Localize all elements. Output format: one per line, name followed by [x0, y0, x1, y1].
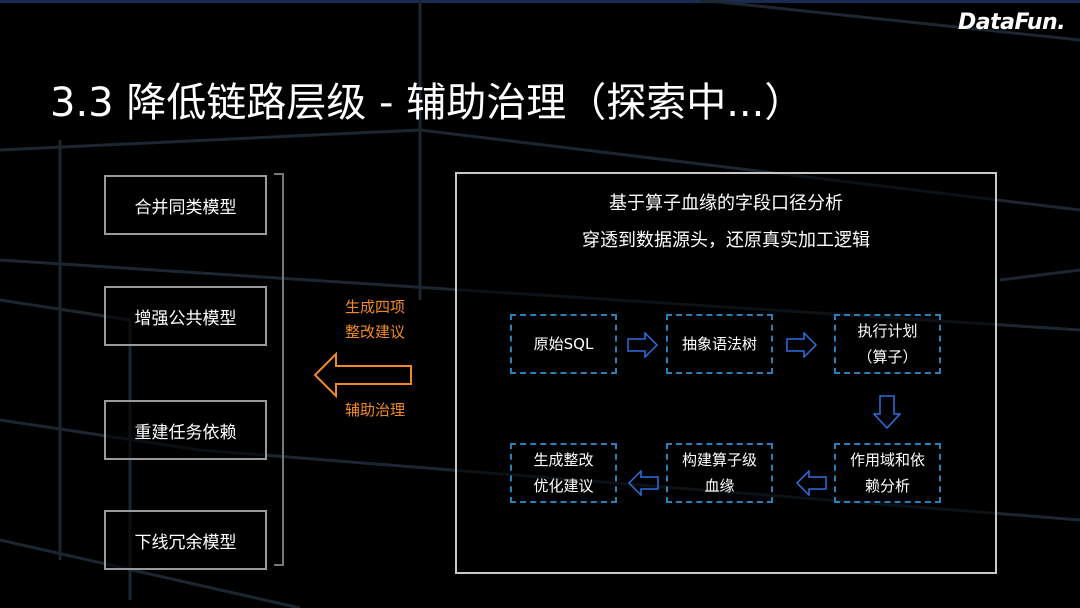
left-arrow-icon [313, 352, 412, 398]
datafun-logo: DataFun. [958, 10, 1066, 35]
right-arrow-icon [627, 332, 659, 358]
step-raw-sql: 原始SQL [510, 314, 617, 374]
suggestion-line2: 整改建议 [344, 323, 405, 341]
step-exec-plan: 执行计划 （算子） [834, 314, 941, 374]
step-text: 生成整改 [533, 451, 594, 469]
step-scope-analysis: 作用域和依赖分析 [834, 443, 941, 503]
right-arrow-icon [786, 332, 818, 358]
top-bar [0, 0, 1080, 3]
assist-governance-label: 辅助治理 [344, 401, 405, 419]
suggestion-label: 生成四项 整改建议 [330, 295, 420, 345]
step-text: 构建算子级 [681, 451, 757, 469]
step-ast: 抽象语法树 [666, 314, 773, 374]
panel-heading: 基于算子血缘的字段口径分析 [609, 193, 843, 214]
page-title: 3.3 降低链路层级 - 辅助治理（探索中...） [50, 80, 805, 126]
left-item-enhance: 增强公共模型 [104, 286, 267, 346]
step-text: 赖分析 [864, 477, 910, 495]
step-text: 优化建议 [533, 477, 594, 495]
step-text: 执行计划 [857, 322, 918, 340]
left-arrow-icon [795, 470, 827, 496]
down-arrow-icon [873, 395, 901, 429]
step-text: 原始SQL [533, 335, 594, 353]
step-text: 作用域和依 [849, 451, 925, 469]
bracket [274, 173, 284, 566]
step-text: 血缘 [704, 477, 735, 495]
left-arrow-icon [627, 470, 659, 496]
left-item-offline: 下线冗余模型 [104, 510, 267, 570]
step-text: 抽象语法树 [681, 335, 757, 353]
left-item-merge: 合并同类模型 [104, 175, 267, 235]
panel-subheading: 穿透到数据源头，还原真实加工逻辑 [582, 230, 870, 251]
suggestion-line1: 生成四项 [344, 298, 405, 316]
step-text: （算子） [857, 348, 918, 366]
step-build-lineage: 构建算子级血缘 [666, 443, 773, 503]
left-item-rebuild: 重建任务依赖 [104, 400, 267, 460]
step-suggestions: 生成整改优化建议 [510, 443, 617, 503]
